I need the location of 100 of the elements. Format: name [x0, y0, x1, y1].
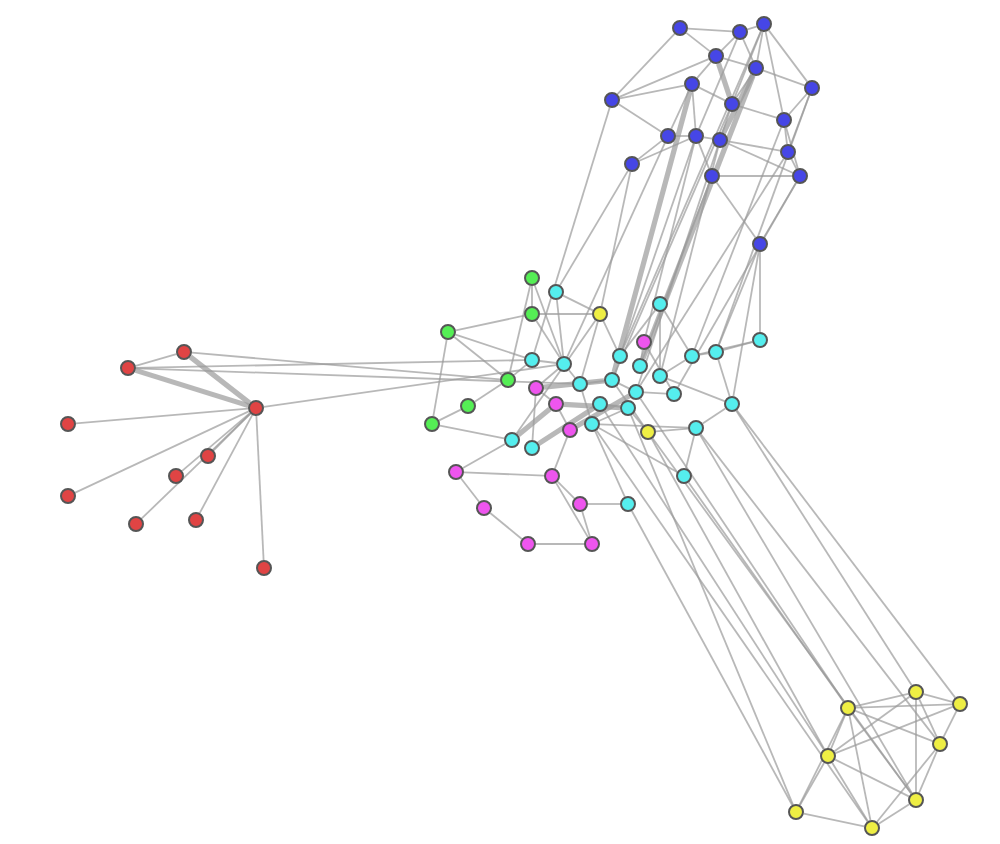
network-node: [624, 156, 640, 172]
connector-line: [630, 510, 794, 806]
connector-line: [834, 758, 910, 798]
connector-line: [647, 348, 671, 388]
connector-line: [638, 138, 690, 162]
connector-line: [756, 30, 764, 62]
connector-line: [717, 94, 811, 346]
connector-line: [854, 710, 934, 742]
connector-line: [531, 395, 537, 441]
connector-line: [617, 103, 663, 133]
network-node: [176, 344, 192, 360]
connector-line: [718, 250, 758, 346]
connector-line: [698, 142, 710, 170]
connector-line: [661, 146, 719, 370]
network-node: [660, 128, 676, 144]
connector-line: [922, 693, 954, 703]
connector-line: [694, 126, 782, 350]
connector-line: [721, 74, 755, 134]
connector-line: [666, 378, 726, 402]
network-node: [684, 348, 700, 364]
network-node: [776, 112, 792, 128]
connector-line: [263, 364, 557, 408]
connector-line: [651, 438, 825, 750]
connector-line: [581, 320, 599, 378]
network-node: [620, 400, 636, 416]
connector-line: [918, 750, 938, 794]
connector-line: [799, 762, 825, 806]
connector-line: [181, 412, 251, 472]
network-node: [628, 384, 644, 400]
connector-line: [539, 313, 593, 315]
connector-line: [535, 319, 561, 359]
connector-line: [640, 74, 756, 360]
connector-line: [555, 482, 589, 538]
connector-line: [554, 436, 568, 470]
connector-line: [600, 170, 632, 308]
connector-line: [75, 407, 249, 425]
connector-line: [942, 710, 958, 738]
connector-line: [541, 368, 559, 384]
connector-line: [687, 481, 845, 703]
connector-line: [255, 415, 265, 561]
connector-line: [701, 407, 727, 425]
connector-line: [454, 314, 526, 332]
connector-line: [140, 412, 252, 520]
network-node: [200, 448, 216, 464]
network-node: [256, 560, 272, 576]
connector-line: [851, 713, 913, 795]
connector-line: [717, 358, 731, 398]
network-node: [724, 96, 740, 112]
connector-line: [659, 311, 661, 369]
connector-line: [618, 382, 630, 390]
connector-line: [595, 429, 869, 823]
network-node: [248, 400, 264, 416]
connector-line: [611, 91, 693, 373]
connector-line: [855, 703, 953, 709]
network-node: [562, 422, 578, 438]
connector-line: [645, 142, 695, 336]
connector-line: [663, 309, 689, 351]
network-node: [448, 464, 464, 480]
connector-line: [618, 84, 686, 100]
network-node: [520, 536, 536, 552]
connector-line: [639, 157, 785, 387]
network-node: [168, 468, 184, 484]
connector-line: [191, 351, 501, 381]
connector-line: [618, 58, 710, 98]
connector-line: [655, 427, 689, 433]
connector-line: [833, 695, 911, 753]
network-node: [528, 380, 544, 396]
connector-line: [651, 437, 913, 795]
connector-line: [558, 410, 568, 424]
network-node: [932, 736, 948, 752]
connector-line: [438, 424, 506, 440]
connector-line: [556, 299, 564, 357]
network-node: [476, 500, 492, 516]
network-node: [632, 358, 648, 374]
network-node: [684, 76, 700, 92]
connector-line: [556, 480, 576, 500]
network-node: [756, 16, 772, 32]
connector-line: [566, 142, 666, 358]
connector-line: [603, 409, 825, 751]
network-node: [864, 820, 880, 836]
connector-line: [790, 158, 798, 170]
network-node: [556, 356, 572, 372]
network-node: [424, 416, 440, 432]
network-node: [752, 236, 768, 252]
connector-line: [831, 761, 869, 823]
network-node: [620, 496, 636, 512]
connector-line: [742, 38, 754, 62]
connector-line: [762, 69, 806, 87]
connector-line: [74, 410, 250, 494]
network-node: [652, 368, 668, 384]
connector-line: [594, 430, 626, 498]
connector-line: [726, 142, 794, 174]
connector-line: [453, 336, 503, 376]
connector-line: [134, 367, 250, 409]
network-node: [688, 420, 704, 436]
connector-line: [677, 182, 797, 388]
connector-line: [876, 749, 936, 823]
connector-line: [764, 30, 784, 114]
connector-line: [685, 32, 711, 52]
connector-line: [135, 367, 573, 385]
